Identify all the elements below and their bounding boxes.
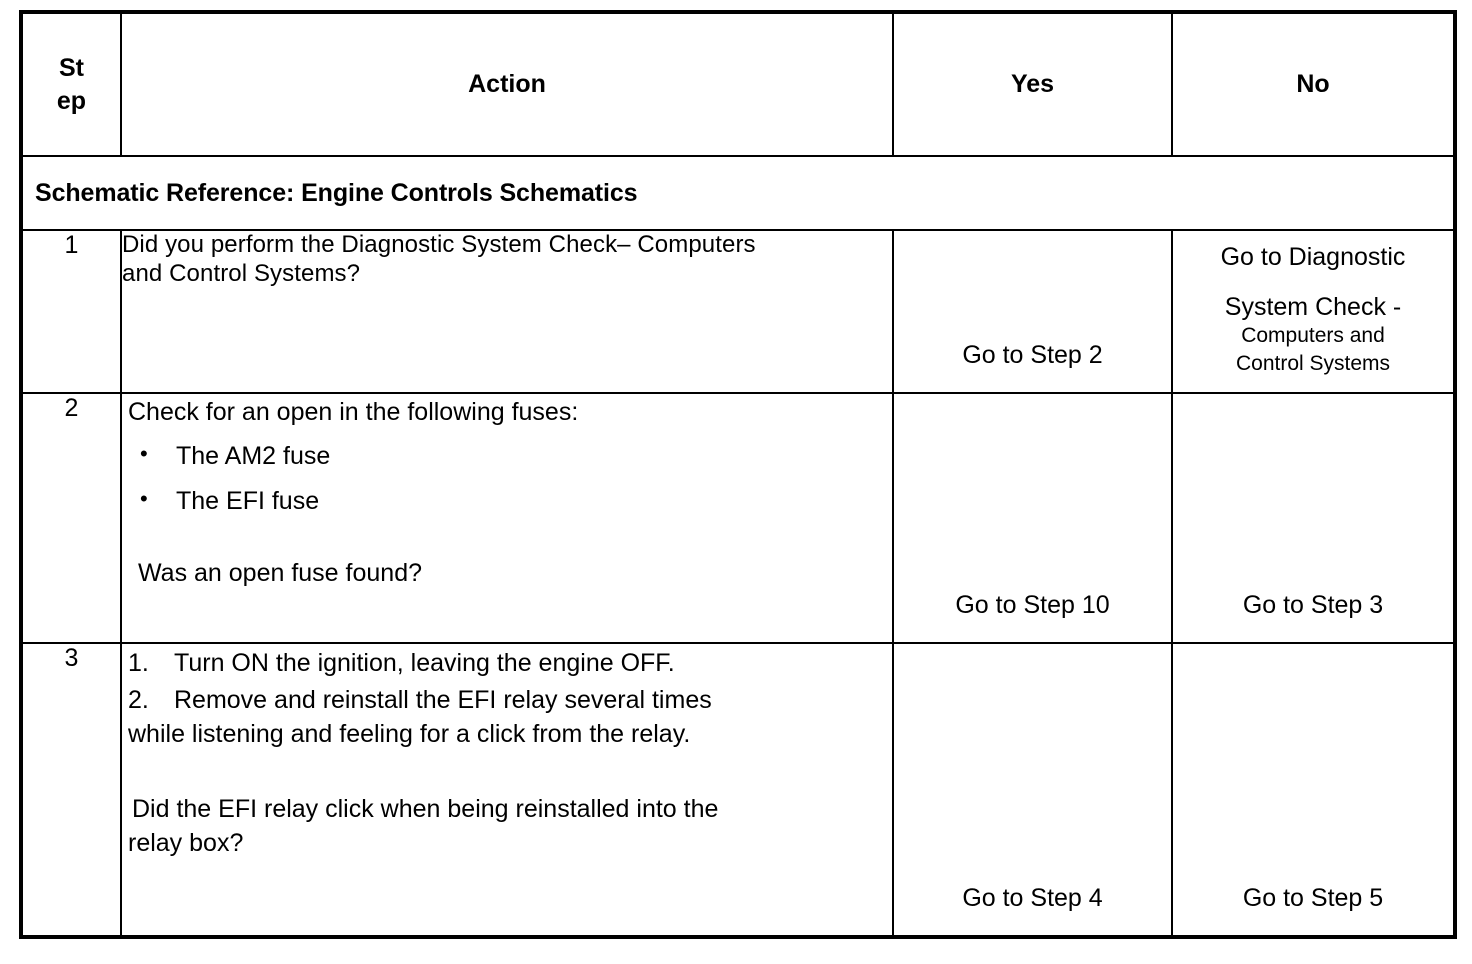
step-yes-text: Go to Step 4 bbox=[962, 884, 1103, 912]
no-line-2: System Check - bbox=[1224, 293, 1402, 321]
ordered-list-label: Remove and reinstall the EFI relay sever… bbox=[174, 685, 712, 714]
list-item: • The EFI fuse bbox=[128, 486, 892, 517]
list-item-label: The AM2 fuse bbox=[176, 441, 331, 470]
step-no-text: Go to Diagnostic System Check - Computer… bbox=[1173, 231, 1453, 392]
ordered-list-item: 1. Turn ON the ignition, leaving the eng… bbox=[128, 646, 892, 681]
ordered-list-label: Turn ON the ignition, leaving the engine… bbox=[174, 649, 675, 677]
step-yes-text: Go to Step 2 bbox=[962, 341, 1103, 369]
action-continuation-text: while listening and feeling for a click … bbox=[128, 720, 691, 748]
table-row: 1 Did you perform the Diagnostic System … bbox=[19, 229, 1457, 394]
column-header-step-line1: St bbox=[59, 53, 84, 82]
ordered-list-item: 2. Remove and reinstall the EFI relay se… bbox=[128, 683, 892, 718]
list-item: • The AM2 fuse bbox=[128, 440, 892, 472]
fuse-list: • The AM2 fuse • The EFI fuse bbox=[128, 440, 892, 517]
step-action-cell: 1. Turn ON the ignition, leaving the eng… bbox=[120, 642, 894, 939]
column-header-step-line2: ep bbox=[56, 86, 87, 115]
table-header-row: St ep Action Yes No bbox=[19, 10, 1457, 157]
no-line-3: Computers and bbox=[1241, 324, 1385, 347]
step-no-cell: Go to Diagnostic System Check - Computer… bbox=[1171, 229, 1457, 394]
step-yes-cell: Go to Step 4 bbox=[892, 642, 1173, 939]
table-row: 2 Check for an open in the following fus… bbox=[19, 392, 1457, 644]
step-action-text: Check for an open in the following fuses… bbox=[122, 398, 892, 588]
no-line-1: Go to Diagnostic bbox=[1220, 243, 1406, 271]
ordered-list-number: 1. bbox=[128, 649, 149, 677]
action-lead-text: Check for an open in the following fuses… bbox=[128, 398, 579, 426]
step-yes-cell: Go to Step 2 bbox=[892, 229, 1173, 394]
step-action-cell: Check for an open in the following fuses… bbox=[120, 392, 894, 644]
column-header-step: St ep bbox=[19, 10, 122, 157]
action-line: Did you perform the Diagnostic System Ch… bbox=[122, 231, 756, 258]
column-header-no: No bbox=[1171, 10, 1457, 157]
step-action-cell: Did you perform the Diagnostic System Ch… bbox=[120, 229, 894, 394]
action-question-line2: relay box? bbox=[128, 829, 244, 857]
table-row: 3 1. Turn ON the ignition, leaving the e… bbox=[19, 642, 1457, 939]
step-action-text: Did you perform the Diagnostic System Ch… bbox=[122, 231, 892, 289]
column-header-action-text: Action bbox=[468, 70, 546, 98]
step-no-cell: Go to Step 3 bbox=[1171, 392, 1457, 644]
step-no-cell: Go to Step 5 bbox=[1171, 642, 1457, 939]
action-question-line1: Did the EFI relay click when being reins… bbox=[132, 794, 719, 823]
step-no-text: Go to Step 3 bbox=[1242, 591, 1384, 619]
ordered-list-number: 2. bbox=[128, 685, 149, 714]
step-action-text: 1. Turn ON the ignition, leaving the eng… bbox=[122, 646, 892, 861]
step-number: 3 bbox=[19, 642, 122, 939]
step-no-text: Go to Step 5 bbox=[1242, 884, 1384, 912]
bullet-icon: • bbox=[140, 440, 148, 466]
column-header-action: Action bbox=[120, 10, 894, 157]
schematic-reference-text: Schematic Reference: Engine Controls Sch… bbox=[19, 155, 1457, 231]
step-number: 1 bbox=[19, 229, 122, 394]
column-header-no-text: No bbox=[1296, 70, 1330, 98]
action-question-text: Was an open fuse found? bbox=[138, 558, 422, 587]
diagnostic-procedure-table: St ep Action Yes No Schematic Reference:… bbox=[19, 10, 1457, 939]
action-line: and Control Systems? bbox=[122, 259, 361, 287]
step-number: 2 bbox=[19, 392, 122, 644]
no-line-4: Control Systems bbox=[1235, 352, 1391, 376]
column-header-yes-text: Yes bbox=[1010, 70, 1055, 98]
column-header-yes: Yes bbox=[892, 10, 1173, 157]
bullet-icon: • bbox=[140, 486, 148, 511]
schematic-reference-row: Schematic Reference: Engine Controls Sch… bbox=[19, 155, 1457, 231]
column-header-step-text: St ep bbox=[23, 52, 120, 118]
step-yes-cell: Go to Step 10 bbox=[892, 392, 1173, 644]
step-yes-text: Go to Step 10 bbox=[955, 591, 1110, 619]
list-item-label: The EFI fuse bbox=[176, 487, 320, 515]
